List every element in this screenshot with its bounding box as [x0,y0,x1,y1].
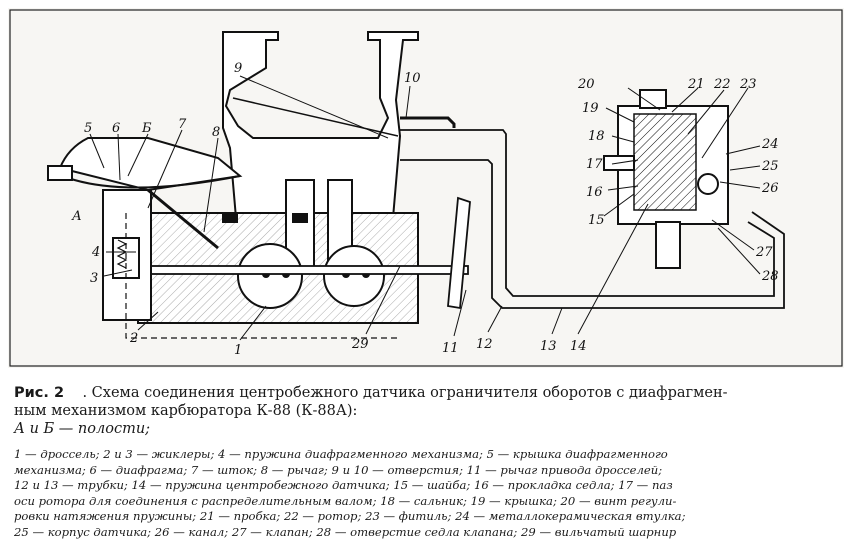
callout-14: 14 [570,339,587,354]
callout-28: 28 [761,269,779,284]
callout-11: 11 [442,341,459,356]
callout-18: 18 [588,129,605,144]
caption-line-3: А и Б — полости; [14,421,151,437]
callout-5: 5 [84,121,92,136]
diaphragm-mechanism [47,137,243,321]
figure-frame [9,9,843,367]
callout-23: 23 [739,77,757,92]
callout-15: 15 [588,213,605,228]
legend-line: оси ротора для соединения с распределите… [14,493,677,508]
callout-29: 29 [351,337,369,352]
callout-16: 16 [586,185,603,200]
callout-cavity-a: А [71,209,82,224]
callout-27: 27 [755,245,773,260]
callout-25: 25 [761,159,779,174]
throttle-shaft [127,265,469,275]
legend-line: 1 — дроссель; 2 и 3 — жиклеры; 4 — пружи… [14,447,668,461]
legend-line: механизма; 6 — диафрагма; 7 — шток; 8 — … [14,462,663,477]
callout-26: 26 [761,181,779,196]
caption-line-2: ным механизмом карбюратора К-88 (К-88А): [14,403,358,419]
callout-9: 9 [234,61,242,76]
callout-3: 3 [90,271,98,286]
figure-caption: Рис. 2 . Схема соединения центробежного … [14,384,840,438]
air-intake [222,31,419,219]
callout-19: 19 [582,101,599,116]
callout-2: 2 [129,331,138,346]
callout-7: 7 [178,117,187,132]
dashed-outline [125,213,398,339]
centrifugal-sensor [603,89,729,269]
callout-4: 4 [91,245,100,260]
callout-13: 13 [540,339,557,354]
figure-legend: 1 — дроссель; 2 и 3 — жиклеры; 4 — пружи… [14,447,840,541]
callout-1: 1 [234,343,242,358]
callout-10: 10 [404,71,421,86]
callout-cavity-b: Б [141,121,152,136]
legend-line: ровки натяжения пружины; 21 — пробка; 22… [14,509,686,524]
callout-22: 22 [713,77,731,92]
legend-line: 12 и 13 — трубки; 14 — пружина центробеж… [14,478,673,493]
legend-line: 25 — корпус датчика; 26 — канал; 27 — кл… [14,524,677,539]
callout-6: 6 [112,121,120,136]
callout-17: 17 [586,157,603,172]
caption-text-1: . Схема соединения центробежного датчика… [82,385,728,401]
diagram-svg: 9 10 5 6 Б 7 8 А 4 3 2 1 29 11 12 13 14 … [9,9,843,367]
carburetor-diagram: 9 10 5 6 Б 7 8 А 4 3 2 1 29 11 12 13 14 … [8,8,844,368]
callout-8: 8 [212,125,220,140]
tubes-12-13 [400,116,785,309]
callout-20: 20 [577,77,595,92]
throttle-lever [447,196,471,310]
caption-line-1: Рис. 2 . Схема соединения центробежного … [14,384,840,402]
caption-label: Рис. 2 [14,385,65,401]
callout-12: 12 [476,337,493,352]
callout-21: 21 [687,77,705,92]
callout-24: 24 [761,137,779,152]
callout-leaders [89,75,761,341]
